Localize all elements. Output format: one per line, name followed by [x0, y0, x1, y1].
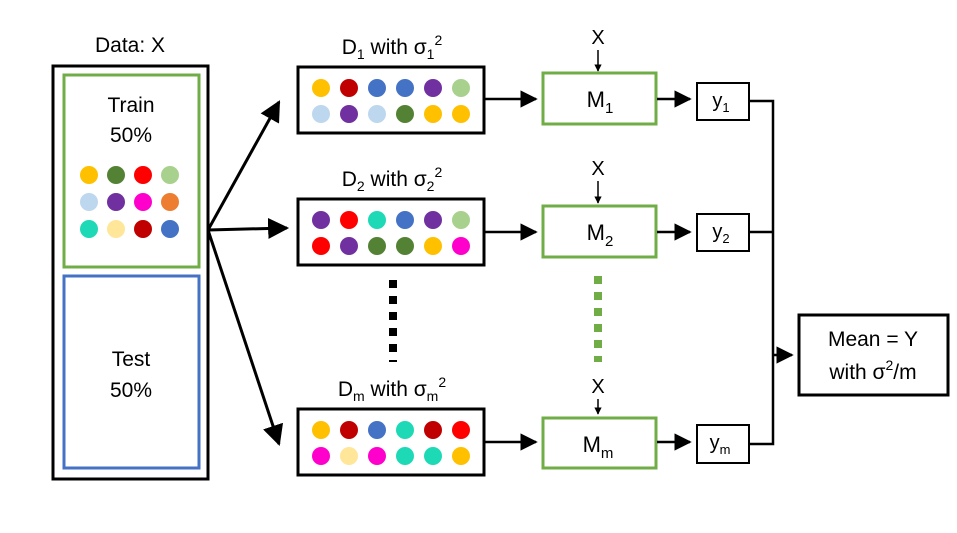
sample-dot	[424, 105, 442, 123]
output-1-box	[696, 82, 750, 121]
output-m: ym	[696, 424, 750, 464]
sample-dot	[396, 79, 414, 97]
sample-dot	[396, 447, 414, 465]
output-1-label: y1	[712, 90, 729, 115]
output-m-box	[696, 424, 750, 464]
dataset-m-label: Dm with σm2	[338, 374, 447, 404]
sample-dot	[340, 421, 358, 439]
dataset-2-label: D2 with σ22	[342, 164, 443, 194]
sample-dot	[368, 237, 386, 255]
dataset-1-dots	[312, 79, 470, 123]
model-2-input-label: X	[591, 158, 604, 180]
dataset-1: D1 with σ12	[296, 32, 486, 135]
mean-line1: Mean = Y	[828, 328, 918, 351]
output-2: y2	[696, 213, 750, 252]
train-dot	[161, 166, 179, 184]
sample-dot	[340, 211, 358, 229]
sample-dot	[424, 421, 442, 439]
train-dot	[134, 220, 152, 238]
model-2-label: M2	[587, 220, 614, 250]
arrow-to-d2	[207, 217, 290, 239]
sample-dot	[312, 211, 330, 229]
sample-dot	[368, 211, 386, 229]
dataset-m-box	[296, 407, 486, 477]
sample-dot	[452, 237, 470, 255]
data-label: Data: X	[95, 34, 165, 57]
mean-box	[797, 313, 950, 397]
test-percent: 50%	[110, 379, 152, 402]
model-m-label: Mm	[583, 432, 614, 462]
sample-dot	[368, 79, 386, 97]
sample-dot	[340, 447, 358, 465]
dataset-m-dots	[312, 421, 470, 465]
dataset-1-label: D1 with σ12	[342, 32, 443, 62]
sample-dot	[452, 105, 470, 123]
output-2-label: y2	[712, 221, 729, 246]
sample-dot	[452, 447, 470, 465]
test-box	[62, 274, 201, 470]
sample-dot	[452, 79, 470, 97]
train-dot	[107, 193, 125, 211]
dataset-2-dots	[312, 211, 470, 255]
sample-dot	[368, 421, 386, 439]
model-m-input-label: X	[591, 376, 604, 398]
model-1-input-label: X	[591, 27, 604, 49]
model-m: X Mm	[541, 376, 658, 470]
model-m-box	[541, 416, 658, 470]
sample-dot	[424, 237, 442, 255]
dataset-2: D2 with σ22	[296, 164, 486, 267]
sample-dot	[340, 237, 358, 255]
sample-dot	[312, 421, 330, 439]
dataset-m: Dm with σm2	[296, 374, 486, 477]
arrow-to-d1	[206, 100, 281, 231]
sample-dot	[340, 79, 358, 97]
dataset-1-box	[296, 65, 486, 135]
model-1: X M1	[541, 27, 658, 126]
train-dots	[80, 166, 179, 238]
model-1-box	[541, 71, 658, 126]
sample-dot	[424, 447, 442, 465]
sample-dot	[312, 105, 330, 123]
train-percent: 50%	[110, 124, 152, 147]
sample-dot	[424, 79, 442, 97]
model-2: X M2	[541, 158, 658, 259]
output-1: y1	[696, 82, 750, 121]
sample-dot	[312, 79, 330, 97]
sample-dot	[424, 211, 442, 229]
train-dot	[80, 193, 98, 211]
aggregation-bracket	[749, 99, 775, 446]
train-dot	[80, 166, 98, 184]
sample-dot	[396, 105, 414, 123]
train-title: Train	[107, 94, 154, 117]
train-dot	[107, 220, 125, 238]
output-2-box	[696, 213, 750, 252]
train-dot	[134, 166, 152, 184]
sample-dot	[312, 447, 330, 465]
sample-dot	[368, 105, 386, 123]
test-title: Test	[112, 348, 151, 371]
train-dot	[134, 193, 152, 211]
arrow-to-dm	[206, 229, 284, 446]
train-dot	[161, 193, 179, 211]
sample-dot	[396, 421, 414, 439]
sample-dot	[340, 105, 358, 123]
sample-dot	[396, 211, 414, 229]
sample-dot	[452, 421, 470, 439]
sample-dot	[396, 237, 414, 255]
train-dot	[161, 220, 179, 238]
train-dot	[80, 220, 98, 238]
model-1-label: M1	[587, 87, 614, 117]
train-dot	[107, 166, 125, 184]
mean-result: Mean = Y with σ2/m	[797, 313, 950, 397]
sample-dot	[452, 211, 470, 229]
mean-line2: with σ2/m	[828, 357, 916, 384]
sample-dot	[312, 237, 330, 255]
output-m-label: ym	[710, 432, 731, 457]
dataset-2-box	[296, 197, 486, 267]
sample-dot	[368, 447, 386, 465]
model-2-box	[541, 204, 658, 259]
